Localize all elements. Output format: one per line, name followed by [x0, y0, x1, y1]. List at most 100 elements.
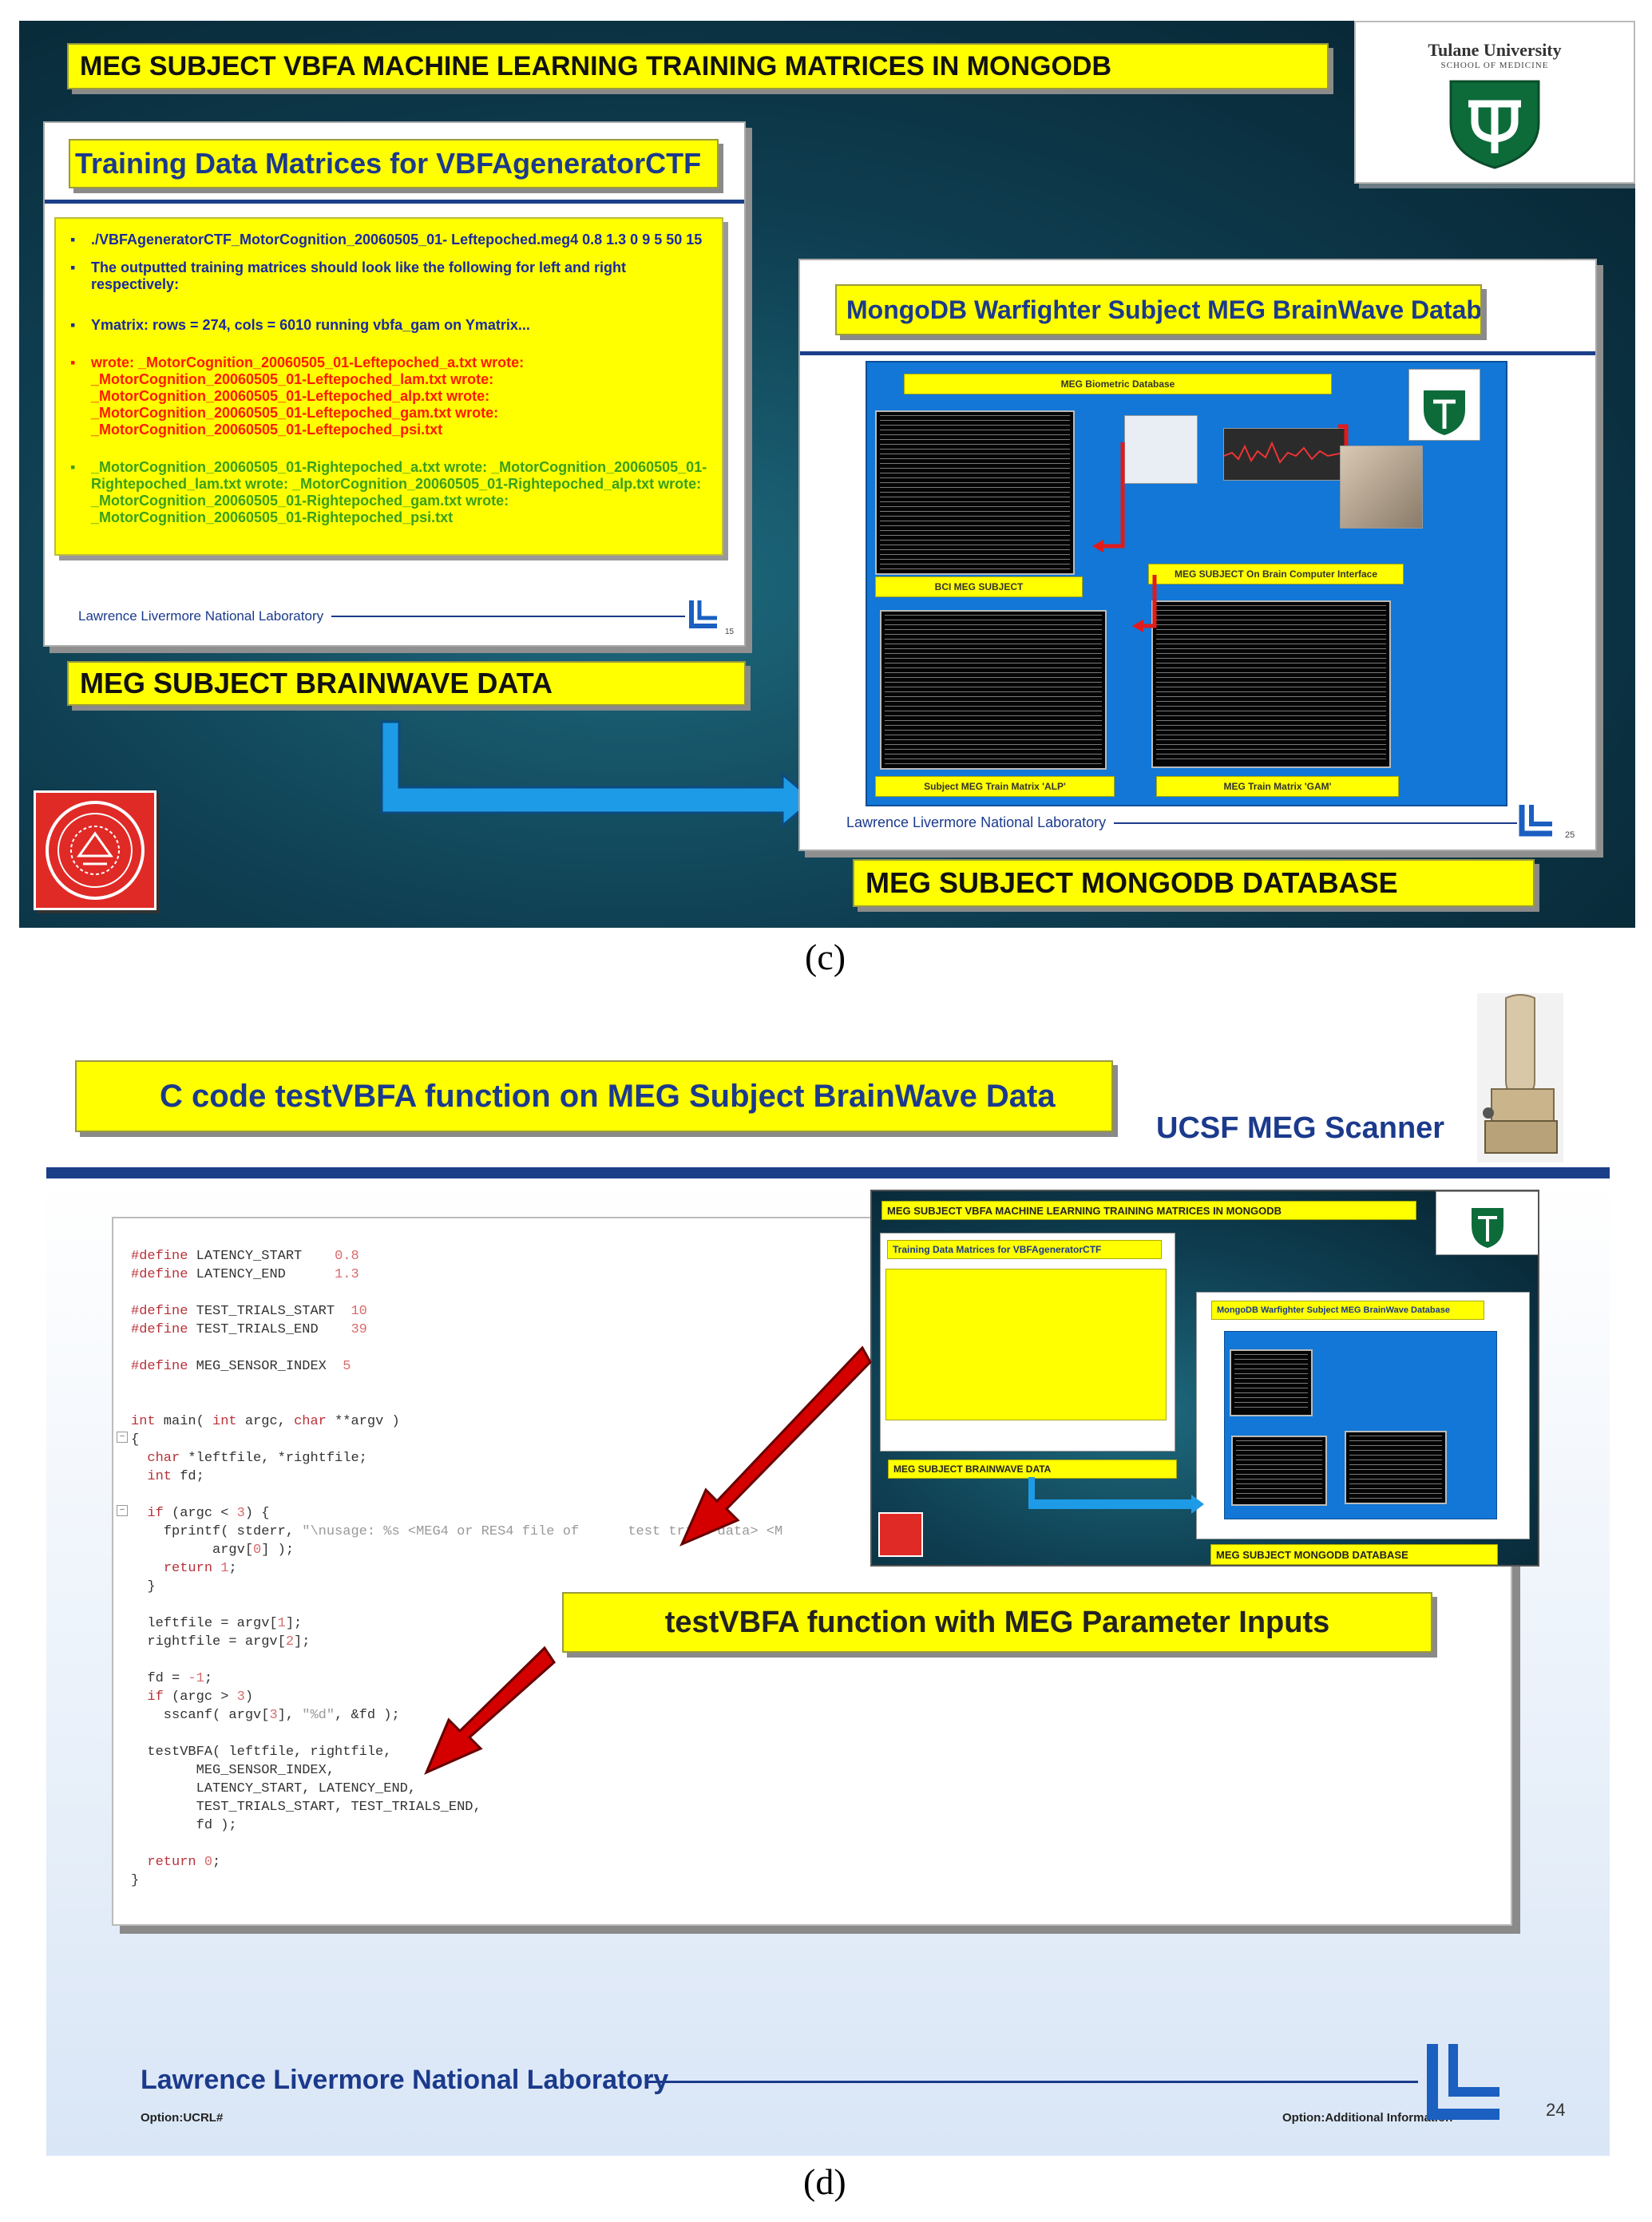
- code-line: MEG_SENSOR_INDEX,: [131, 1763, 335, 1778]
- code-line: [131, 1725, 782, 1743]
- code-line: LATENCY_START, LATENCY_END,: [131, 1781, 417, 1796]
- mongodb-screenshot: MEG Biometric Database BCI MEG SUBJECT M…: [866, 361, 1507, 806]
- footer-rule: [645, 2081, 1418, 2083]
- training-slide-title: Training Data Matrices for VBFAgenerator…: [69, 139, 719, 188]
- thumb-terminal: [1230, 1349, 1313, 1416]
- thumb-brainwave-label: MEG SUBJECT BRAINWAVE DATA: [888, 1460, 1177, 1479]
- code-line: if (argc > 3): [147, 1689, 254, 1705]
- panel-d: C code testVBFA function on MEG Subject …: [46, 993, 1610, 2156]
- training-bullet: ▪The outputted training matrices should …: [70, 259, 627, 292]
- code-line: #define TEST_TRIALS_START 10: [131, 1304, 367, 1319]
- code-line: testVBFA( leftfile, rightfile,: [131, 1745, 392, 1760]
- mongodb-slide-page: 25: [1565, 830, 1575, 840]
- thumb-mongo-screenshot: [1224, 1331, 1497, 1519]
- caption-c: (c): [805, 937, 846, 977]
- training-bullet: ▪wrote: _MotorCognition_20060505_01-Left…: [70, 354, 525, 438]
- thumb-mongo-slide: MongoDB Warfighter Subject MEG BrainWave…: [1196, 1292, 1530, 1539]
- code-line: [131, 1835, 782, 1853]
- thumb-terminal: [1345, 1431, 1447, 1504]
- fold-toggle-icon[interactable]: −: [117, 1432, 128, 1443]
- terminal-window: [875, 410, 1075, 575]
- mongodb-slide: MongoDB Warfighter Subject MEG BrainWave…: [798, 259, 1597, 851]
- training-bullet: ▪Ymatrix: rows = 274, cols = 6010 runnin…: [70, 317, 530, 333]
- footer-option-left: Option:UCRL#: [141, 2111, 224, 2125]
- code-line: {: [131, 1432, 140, 1448]
- bci-subject-label: BCI MEG SUBJECT: [875, 576, 1083, 597]
- thumb-train-body: [885, 1269, 1167, 1420]
- llnl-logo-icon: [1519, 805, 1552, 837]
- training-bullet: ▪_MotorCognition_20060505_01-Rightepoche…: [70, 459, 707, 525]
- tulane-logo: Tulane University SCHOOL OF MEDICINE: [1354, 21, 1635, 184]
- parameter-inputs-label: testVBFA function with MEG Parameter Inp…: [562, 1592, 1432, 1653]
- code-line: sscanf( argv[3], "%d", &fd );: [131, 1708, 400, 1723]
- database-label: MEG Biometric Database: [904, 374, 1332, 394]
- thumb-blue-arrow-icon: [1028, 1477, 1204, 1514]
- training-slide-body: ▪./VBFAgeneratorCTF_MotorCognition_20060…: [54, 217, 723, 556]
- c-source-code: #define LATENCY_START 0.8 #define LATENCY…: [131, 1247, 782, 1890]
- training-bullet: ▪./VBFAgeneratorCTF_MotorCognition_20060…: [70, 232, 703, 248]
- brainwave-data-label: MEG SUBJECT BRAINWAVE DATA: [67, 661, 746, 706]
- code-line: leftfile = argv[1];: [131, 1616, 303, 1631]
- code-line: rightfile = argv[2];: [131, 1634, 311, 1650]
- thumb-tulane-logo: [1436, 1191, 1538, 1255]
- thumb-title: MEG SUBJECT VBFA MACHINE LEARNING TRAINI…: [881, 1201, 1416, 1220]
- code-line: if (argc < 3) {: [147, 1506, 270, 1521]
- code-line: }: [131, 1873, 140, 1888]
- mini-tulane-shield-icon: [1424, 390, 1465, 435]
- mongodb-slide-footer: Lawrence Livermore National Laboratory: [846, 814, 1517, 831]
- mongodb-slide-rule: [800, 351, 1595, 355]
- code-line: fprintf( stderr, "\nusage: %s <MEG4 or R…: [131, 1524, 783, 1539]
- waveform-display: [1223, 428, 1346, 481]
- panel-c-title: MEG SUBJECT VBFA MACHINE LEARNING TRAINI…: [67, 43, 1329, 89]
- thumb-mongo-label: MEG SUBJECT MONGODB DATABASE: [1210, 1544, 1498, 1565]
- thumb-seal: [878, 1512, 923, 1557]
- subject-photo: [1340, 446, 1423, 529]
- fold-toggle-icon[interactable]: −: [117, 1505, 128, 1516]
- train-matrix-alp-terminal: [880, 610, 1107, 770]
- tulane-name: Tulane University: [1428, 40, 1562, 60]
- code-line: [131, 1376, 782, 1394]
- thumb-mongo-title: MongoDB Warfighter Subject MEG BrainWave…: [1211, 1301, 1484, 1320]
- train-matrix-gam-terminal: [1151, 600, 1391, 768]
- slide-footer: Lawrence Livermore National Laboratory O…: [141, 2044, 1565, 2153]
- footer-lab-name: Lawrence Livermore National Laboratory: [141, 2065, 669, 2095]
- training-data-slide: Training Data Matrices for VBFAgenerator…: [43, 121, 746, 647]
- training-slide-footer: Lawrence Livermore National Laboratory: [78, 608, 685, 624]
- code-line: [131, 1394, 782, 1412]
- thumb-tulane-shield-icon: [1472, 1208, 1503, 1248]
- llnl-logo-icon: [1427, 2044, 1499, 2120]
- red-flow-arrows-icon: [1092, 424, 1349, 632]
- code-line: [131, 1486, 782, 1504]
- ucsf-meg-scanner-label: UCSF MEG Scanner: [1156, 1111, 1445, 1145]
- university-seal-icon: [46, 801, 145, 900]
- code-line: [131, 1284, 782, 1302]
- code-line: [131, 1339, 782, 1357]
- mongodb-footer-lab: Lawrence Livermore National Laboratory: [846, 814, 1107, 830]
- code-line: #define LATENCY_END 1.3: [131, 1267, 359, 1282]
- code-line: int fd;: [147, 1469, 204, 1484]
- device-image: [1124, 415, 1198, 484]
- caption-d: (d): [803, 2161, 846, 2202]
- training-footer-lab: Lawrence Livermore National Laboratory: [78, 608, 324, 624]
- code-line: #define LATENCY_START 0.8: [131, 1249, 359, 1264]
- code-line: argv[0] );: [131, 1543, 295, 1558]
- slide-page-number: 24: [1546, 2100, 1566, 2120]
- code-line: int main( int argc, char **argv ): [131, 1414, 400, 1429]
- blue-connector-arrow-icon: [380, 720, 815, 829]
- tulane-shield-icon: [1449, 80, 1540, 169]
- llnl-logo-icon: [689, 600, 717, 628]
- thumb-train-title: Training Data Matrices for VBFAgenerator…: [887, 1240, 1162, 1259]
- northeastern-seal: [34, 790, 156, 910]
- code-line: return 0;: [147, 1855, 221, 1870]
- code-line: [131, 1651, 782, 1669]
- code-line: char *leftfile, *rightfile;: [147, 1451, 367, 1466]
- mongodb-slide-title: MongoDB Warfighter Subject MEG BrainWave…: [835, 284, 1482, 335]
- code-line: fd );: [131, 1818, 237, 1833]
- mini-tulane-logo: [1408, 369, 1480, 441]
- code-line: return 1;: [163, 1561, 237, 1576]
- thumb-terminal: [1231, 1436, 1327, 1506]
- code-line: #define TEST_TRIALS_END 39: [131, 1322, 367, 1337]
- panel-c: MEG SUBJECT VBFA MACHINE LEARNING TRAINI…: [19, 21, 1635, 928]
- waveform-icon: [1223, 441, 1345, 464]
- matrix-gam-label: MEG Train Matrix 'GAM': [1156, 776, 1399, 797]
